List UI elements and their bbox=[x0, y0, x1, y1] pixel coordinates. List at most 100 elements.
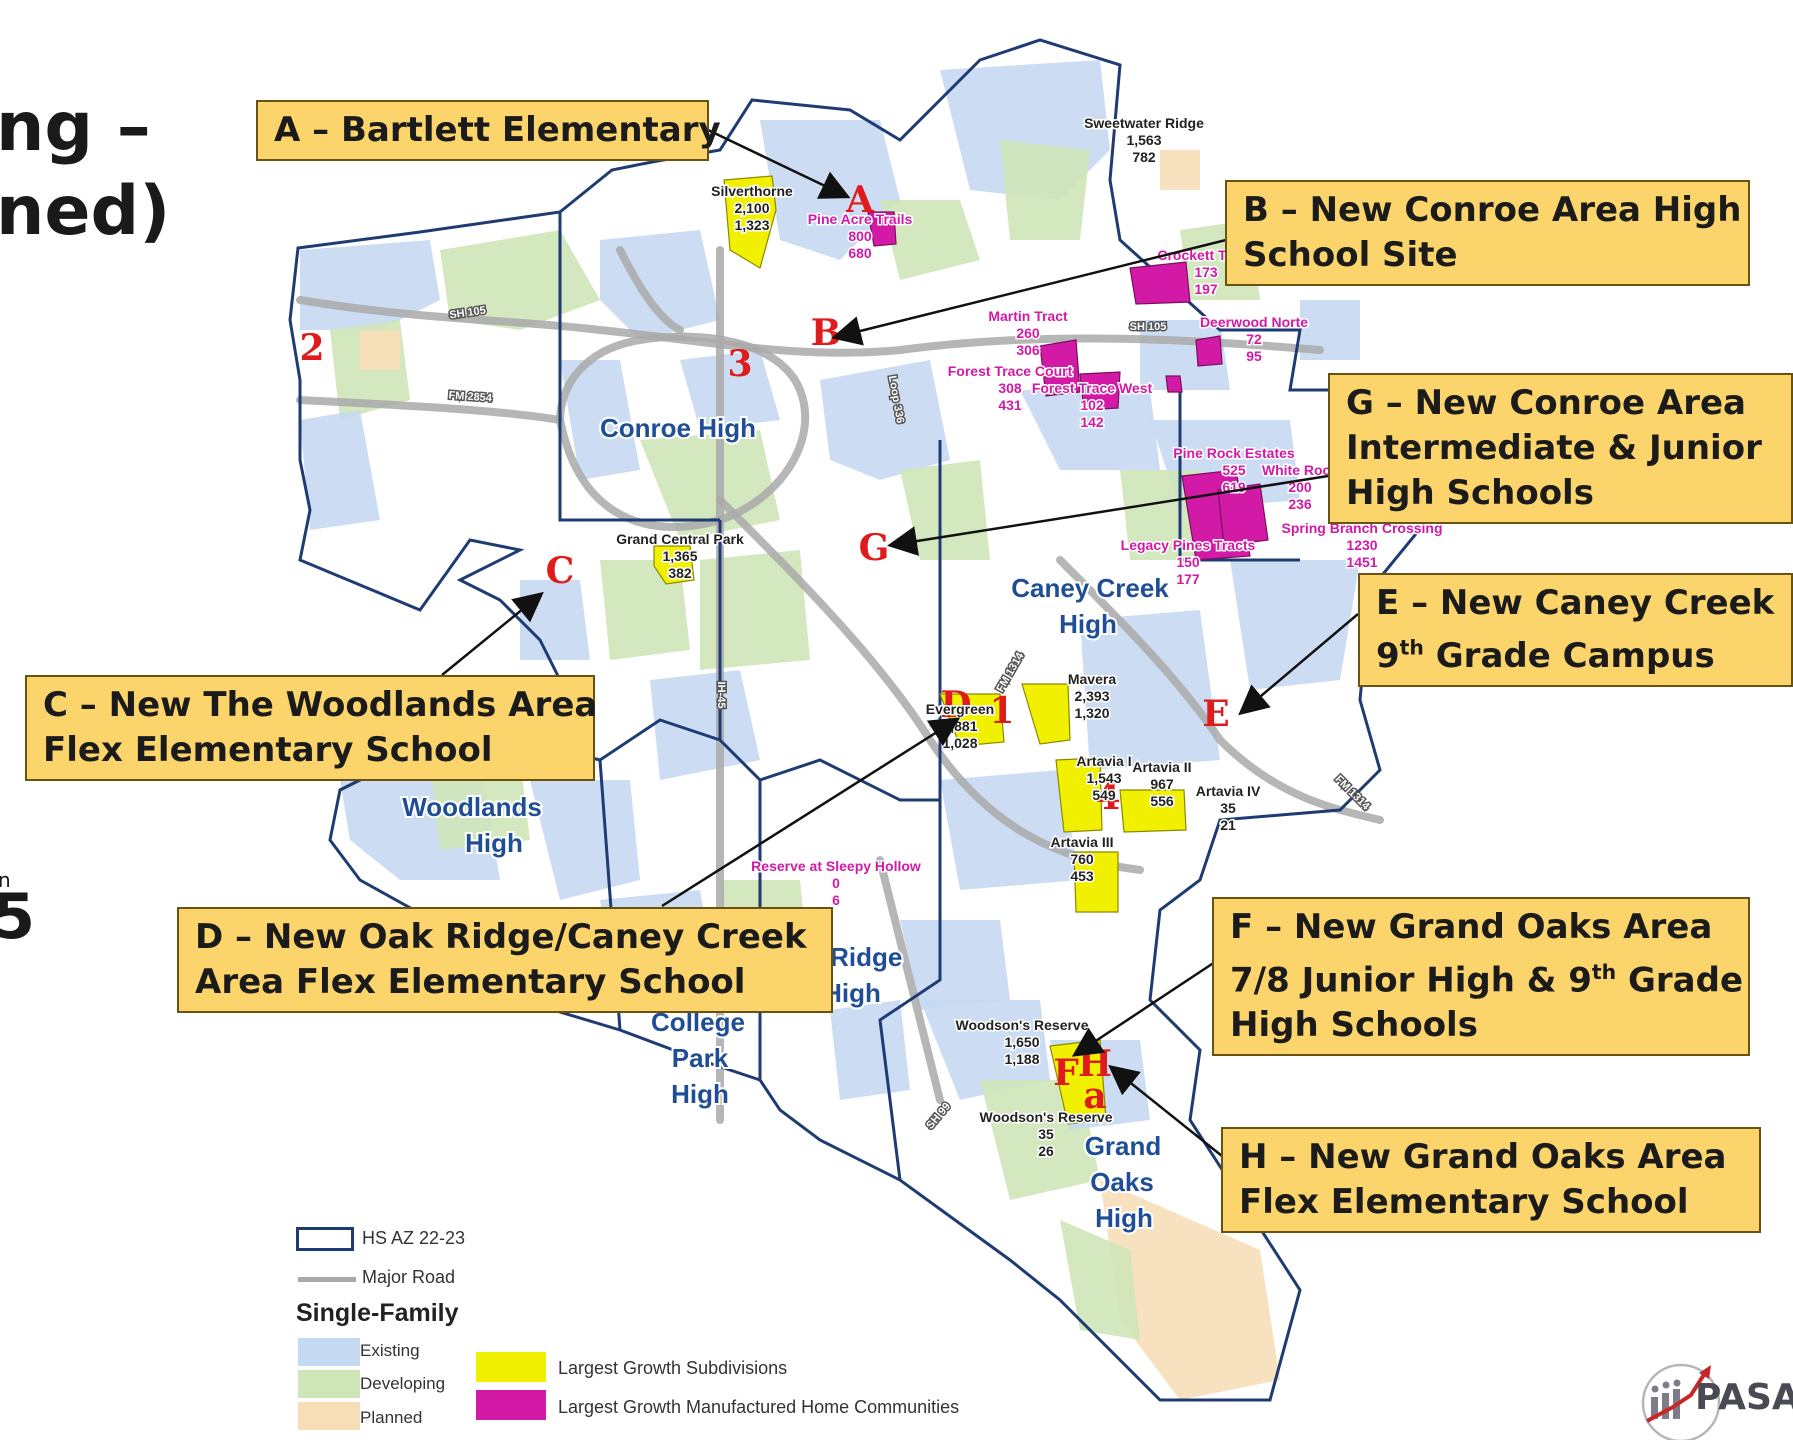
subdivision-count: 1,543 bbox=[1086, 770, 1121, 786]
callout-line-text: 9th Grade Campus bbox=[1376, 636, 1715, 677]
manufactured-home-community bbox=[867, 211, 897, 247]
land-existing-block bbox=[920, 1000, 1050, 1100]
land-existing-block bbox=[820, 360, 950, 480]
subdivision-count: 1,563 bbox=[1126, 132, 1161, 148]
subdivision-count: 2,393 bbox=[1074, 688, 1109, 704]
site-marker-a: a bbox=[1083, 1075, 1106, 1117]
subdivision-count: 150 bbox=[1176, 554, 1200, 570]
road-shield-label: IH-45 bbox=[715, 682, 727, 709]
subdivision-name: Artavia IV bbox=[1196, 783, 1261, 799]
subdivision-count: 967 bbox=[1150, 776, 1174, 792]
major-road bbox=[556, 332, 810, 531]
subdivision-name: Reserve at Sleepy Hollow bbox=[751, 858, 921, 874]
legend-boundary-label: HS AZ 22-23 bbox=[362, 1228, 466, 1248]
land-existing-block bbox=[530, 780, 640, 900]
school-zone-label: High bbox=[1059, 609, 1117, 639]
land-developing-block bbox=[430, 760, 530, 850]
subdivision-count: 2,100 bbox=[734, 200, 769, 216]
callout-line: G – New Conroe Area bbox=[1346, 383, 1746, 423]
legend-existing-label: Existing bbox=[360, 1341, 420, 1360]
land-existing-block bbox=[1300, 300, 1360, 360]
subdivision-count: 453 bbox=[1070, 868, 1094, 884]
subdivision-count: 26 bbox=[1038, 1143, 1054, 1159]
manufactured-home-community bbox=[1039, 339, 1081, 397]
subdivision-count: 95 bbox=[1246, 348, 1262, 364]
subdivision-name: Deerwood Norte bbox=[1200, 314, 1308, 330]
major-road bbox=[616, 246, 684, 334]
land-existing-block bbox=[1230, 560, 1360, 690]
callout-f-grand-oaks-junior-high: F – New Grand Oaks Area 7/8 Junior High … bbox=[1212, 897, 1750, 1057]
road-shield-label: SH 105 bbox=[1130, 321, 1167, 333]
land-existing-block bbox=[300, 410, 380, 530]
largest-growth-subdivision bbox=[653, 545, 695, 585]
land-existing-block bbox=[830, 1000, 910, 1100]
callout-d-oak-ridge-caney-creek-flex: D – New Oak Ridge/Caney Creek Area Flex … bbox=[177, 907, 833, 1013]
site-marker-c: C bbox=[546, 550, 575, 592]
site-marker-3: 3 bbox=[727, 343, 752, 385]
callout-line: H – New Grand Oaks Area bbox=[1239, 1137, 1727, 1177]
subdivision-count: 35 bbox=[1220, 800, 1236, 816]
site-marker-f: F bbox=[1053, 1052, 1079, 1094]
attendance-zone-boundary bbox=[558, 212, 720, 522]
site-marker-g: G bbox=[859, 527, 890, 569]
largest-growth-subdivision bbox=[723, 175, 777, 269]
land-existing-block bbox=[600, 230, 720, 340]
subdivision-count: 102 bbox=[1080, 397, 1104, 413]
subdivision-count: 1,028 bbox=[942, 735, 977, 751]
slide-title-line-1: ng – bbox=[0, 88, 151, 167]
subdivision-count: 382 bbox=[668, 565, 692, 581]
largest-growth-subdivision bbox=[1055, 757, 1103, 833]
subdivision-count: 197 bbox=[1194, 281, 1218, 297]
subdivision-count: 782 bbox=[1132, 149, 1156, 165]
slide-number-fragment: 5 bbox=[0, 880, 36, 953]
school-zone-label: High bbox=[465, 828, 523, 858]
subdivision-count: 1,650 bbox=[1004, 1034, 1039, 1050]
callout-leader-arrow bbox=[1108, 1064, 1223, 1157]
subdivision-count: 1,365 bbox=[662, 548, 697, 564]
school-zone-label: Park bbox=[672, 1043, 729, 1073]
callout-line: Intermediate & Junior bbox=[1346, 428, 1762, 468]
subdivision-name: Mavera bbox=[1068, 671, 1116, 687]
subdivision-count: 308 bbox=[998, 380, 1022, 396]
legend-road-swatch bbox=[298, 1277, 356, 1282]
site-marker-e: E bbox=[1202, 693, 1229, 735]
subdivision-count: 6 bbox=[832, 892, 840, 908]
callout-line: 9th Grade Campus bbox=[1376, 626, 1775, 679]
callout-leader-arrow bbox=[887, 474, 1329, 556]
callout-line: D – New Oak Ridge/Caney Creek bbox=[195, 917, 807, 957]
subdivision-name: Pine Rock Estates bbox=[1173, 445, 1295, 461]
land-developing-block bbox=[700, 550, 810, 670]
slide-footnote-fragment: n bbox=[0, 868, 11, 892]
land-developing-block bbox=[600, 560, 690, 660]
subdivision-name: Forest Trace West bbox=[1032, 380, 1153, 396]
subdivision-count: 556 bbox=[1150, 793, 1174, 809]
site-marker-4: 4 bbox=[1095, 776, 1120, 818]
subdivision-name: Woodson's Reserve bbox=[980, 1109, 1113, 1125]
subdivision-count: 800 bbox=[848, 228, 872, 244]
subdivision-name: Martin Tract bbox=[988, 308, 1068, 324]
legend-developing-swatch bbox=[298, 1370, 360, 1398]
subdivision-count: 173 bbox=[1194, 264, 1218, 280]
subdivision-name: Artavia I bbox=[1076, 753, 1131, 769]
school-zone-label: Conroe High bbox=[600, 413, 756, 443]
subdivision-count: 72 bbox=[1246, 331, 1262, 347]
manufactured-home-community bbox=[1129, 261, 1191, 305]
legend-manufactured-swatch bbox=[476, 1390, 546, 1420]
subdivision-count: 1,323 bbox=[734, 217, 769, 233]
school-zone-label: Woodlands bbox=[402, 792, 542, 822]
callout-leader-arrow bbox=[1071, 958, 1219, 1057]
callout-c-woodlands-flex-elementary: C – New The Woodlands Area Flex Elementa… bbox=[25, 675, 597, 781]
subdivision-name: Pine Acre Trails bbox=[808, 211, 913, 227]
legend-existing-swatch bbox=[298, 1338, 360, 1366]
callout-line: F – New Grand Oaks Area bbox=[1230, 907, 1713, 947]
major-road bbox=[1056, 556, 1384, 824]
subdivision-count: 21 bbox=[1220, 817, 1236, 833]
legend-planned-label: Planned bbox=[360, 1408, 423, 1427]
pasa-logo-text: PASA bbox=[1695, 1377, 1793, 1418]
callout-leader-arrow bbox=[441, 591, 544, 676]
subdivision-count: 549 bbox=[1092, 787, 1116, 803]
callout-leader-arrow bbox=[661, 717, 961, 908]
subdivision-count: 525 bbox=[1222, 462, 1246, 478]
subdivision-count: 142 bbox=[1080, 414, 1104, 430]
callout-b-conroe-high-school-site: B – New Conroe Area High School Site bbox=[1225, 180, 1750, 286]
